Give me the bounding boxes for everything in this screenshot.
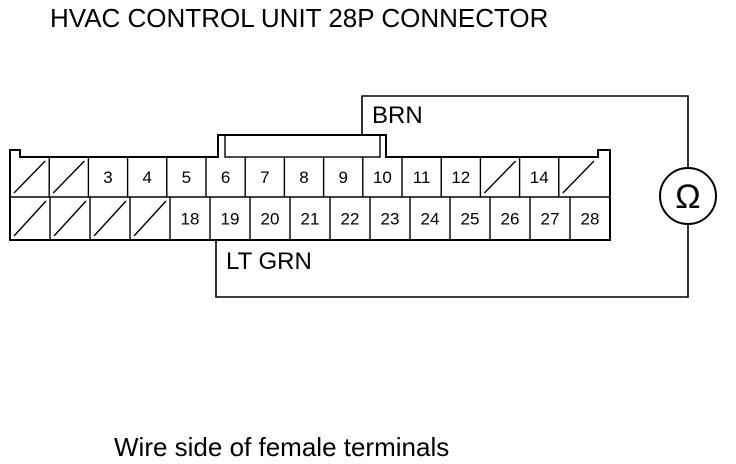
pin-number: 6 [221, 168, 230, 187]
top-row-cavity: 14 [518, 157, 549, 197]
pin-number: 9 [338, 168, 347, 187]
top-row-cavity [479, 157, 517, 197]
pin-number: 28 [581, 210, 600, 229]
brn-wire [361, 95, 689, 168]
bottom-row-cavity: 25 [449, 197, 480, 240]
bottom-row-cavity: 24 [409, 197, 440, 240]
diagram-title: HVAC CONTROL UNIT 28P CONNECTOR [50, 3, 548, 33]
pin-number: 25 [461, 210, 480, 229]
top-row-cavity: 7 [244, 157, 270, 197]
blank-cavity-slash [13, 200, 47, 237]
bottom-row-cavity [129, 197, 167, 240]
blank-cavity-slash [133, 200, 167, 237]
bottom-row-cavity: 19 [209, 197, 240, 240]
bottom-row-cavity: 27 [529, 197, 560, 240]
bottom-row-cavity: 21 [289, 197, 320, 240]
bottom-row-cavity [89, 197, 127, 240]
pin-number: 26 [501, 210, 520, 229]
lt-grn-wire [215, 224, 689, 298]
pin-number: 27 [541, 210, 560, 229]
pin-number: 3 [103, 168, 112, 187]
pin-number: 14 [530, 168, 549, 187]
bottom-row-cavity: 20 [249, 197, 280, 240]
blank-cavity-slash [93, 200, 127, 237]
bottom-row-cavity [49, 197, 87, 240]
bottom-row-cavity: 28 [569, 197, 600, 240]
blank-cavity-slash [483, 160, 517, 194]
top-row-cavity: 12 [440, 157, 470, 197]
top-row-cavity: 8 [283, 157, 309, 197]
top-row-cavity: 4 [126, 157, 152, 197]
ohmmeter-icon: Ω [659, 167, 717, 225]
connector-28p: 3 4 5 6 7 8 9 10 11 12 14 18 19 20 21 22 23 24 25 26 27 28 [9, 134, 611, 241]
top-row-cavity: 6 [205, 157, 230, 197]
connector-outline [9, 134, 611, 241]
pin-number: 5 [182, 168, 191, 187]
pin-number: 22 [341, 210, 360, 229]
top-row-cavity [558, 157, 595, 197]
top-row-cavity: 5 [166, 157, 191, 197]
pin-number: 24 [421, 210, 440, 229]
top-row-cavity: 3 [87, 157, 113, 197]
top-row-cavity: 11 [401, 157, 431, 197]
blank-cavity-slash [52, 160, 85, 194]
pin-number: 20 [261, 210, 280, 229]
bottom-row-cavity: 26 [489, 197, 520, 240]
blank-cavity-slash [53, 200, 87, 237]
pin-number: 11 [413, 168, 431, 187]
bottom-row-cavity [13, 200, 47, 237]
diagram-caption: Wire side of female terminals [114, 432, 449, 462]
brn-wire-label: BRN [372, 102, 423, 129]
bottom-row-cavity: 18 [169, 197, 200, 240]
top-row-cavity [48, 157, 85, 197]
pin-number: 23 [381, 210, 400, 229]
pin-number: 19 [221, 210, 240, 229]
connector-latch [224, 134, 381, 158]
pin-number: 4 [142, 168, 151, 187]
blank-cavity-slash [13, 160, 46, 194]
pin-number: 12 [451, 168, 470, 187]
ohm-symbol: Ω [675, 178, 700, 216]
lt-grn-wire-label: LT GRN [226, 248, 312, 275]
bottom-row-cavity: 22 [329, 197, 360, 240]
bottom-row-cavity: 23 [369, 197, 400, 240]
pin-number: 18 [181, 210, 200, 229]
pin-number: 10 [373, 168, 392, 187]
top-row-cavity: 9 [322, 157, 348, 197]
pin-number: 7 [260, 168, 269, 187]
pin-number: 8 [299, 168, 308, 187]
top-row-cavity [13, 160, 46, 194]
top-row-cavity: 10 [362, 157, 392, 197]
pin-number: 21 [301, 210, 320, 229]
blank-cavity-slash [562, 160, 595, 194]
